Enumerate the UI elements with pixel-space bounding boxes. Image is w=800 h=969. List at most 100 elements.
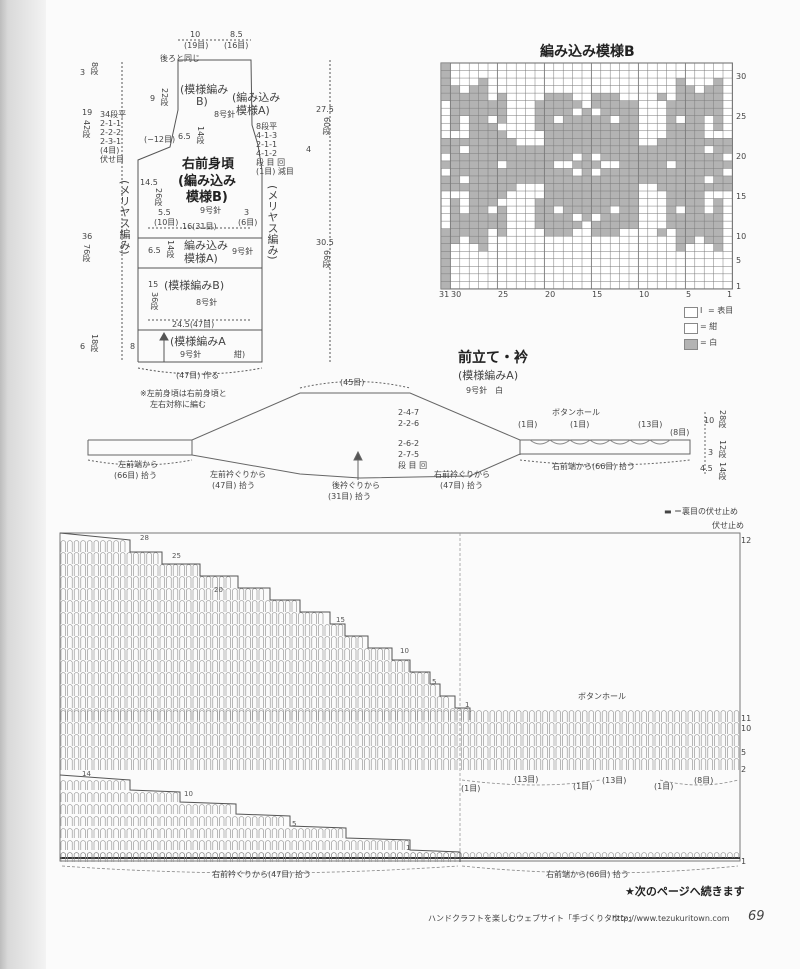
chart-b-cell-white bbox=[488, 138, 498, 146]
chart-b-cell-white bbox=[666, 115, 676, 124]
stitch-row bbox=[60, 780, 126, 790]
collar-pick-left: 左前端から bbox=[118, 460, 158, 469]
chart-b-cell-white bbox=[685, 130, 695, 139]
chart-b-cell-white bbox=[629, 175, 639, 184]
chart-b-cell-white bbox=[450, 108, 460, 116]
dim-14a: 14段 bbox=[196, 126, 205, 145]
chart-b-cell-white bbox=[553, 130, 564, 139]
chart-b-cell-white bbox=[713, 78, 723, 86]
chart-b-cell-white bbox=[629, 138, 639, 146]
stitch-row-12: 12 bbox=[741, 536, 752, 545]
chart-b-cell-white bbox=[450, 175, 460, 184]
chart-b-cell-white bbox=[535, 221, 545, 229]
chart-b-cell-white bbox=[488, 100, 498, 109]
chart-b-cell-white bbox=[488, 160, 498, 169]
decrease-steps-left: 34段平 2-1-1 2-2-2 2-3-1 (4目) 伏せ目 bbox=[100, 110, 126, 164]
stitch-row bbox=[60, 840, 410, 850]
collar-pick-lneck: 左前衿ぐりから bbox=[210, 470, 266, 479]
chart-b-cell-white bbox=[666, 221, 676, 229]
chart-b-cell-white bbox=[478, 236, 488, 244]
chart-b-cell-white bbox=[488, 213, 498, 222]
chart-b-cell-white bbox=[553, 228, 564, 237]
chart-b-cell-white bbox=[525, 153, 535, 161]
step: 4-1-3 bbox=[256, 131, 278, 140]
chart-b-cell-white bbox=[572, 175, 582, 184]
chart-b-cell-white bbox=[657, 183, 667, 192]
stitch-neck-span bbox=[61, 865, 459, 874]
chart-b-cell-white bbox=[666, 168, 676, 176]
stitch-row-number: 10 bbox=[184, 790, 193, 798]
stitch-row-10: 10 bbox=[741, 724, 752, 733]
stitch-row bbox=[60, 710, 740, 722]
chart-b-cell-white bbox=[497, 130, 507, 139]
dim-6-5a: 6.5 bbox=[178, 132, 191, 141]
chart-b-cell-white bbox=[619, 191, 629, 199]
chart-b-cell-white bbox=[469, 191, 479, 199]
chart-b-cell-white bbox=[506, 183, 517, 192]
chart-b-cell-white bbox=[600, 115, 611, 124]
step: 4-1-2 bbox=[256, 149, 278, 158]
chart-b-cell-white bbox=[704, 160, 714, 169]
chart-b-cell-white bbox=[694, 100, 705, 109]
collar-h45: 4.5 bbox=[700, 464, 713, 473]
dim-27-5: 27.5 bbox=[316, 105, 334, 114]
stitch-row-number: 1 bbox=[406, 844, 410, 852]
chart-b-cell-white bbox=[610, 168, 620, 176]
chart-b-cell-white bbox=[619, 213, 629, 222]
chart-b-cell-white bbox=[723, 145, 733, 154]
stitch-legend: ＝裏目の伏せ止め bbox=[674, 507, 738, 516]
chart-b-cell-white bbox=[441, 266, 451, 274]
chart-b-cell-white bbox=[704, 93, 714, 101]
chart-b-cell-white bbox=[441, 258, 451, 267]
chart-b-cell-white bbox=[478, 213, 488, 222]
chart-b-cell-white bbox=[591, 100, 601, 109]
collar-dec1a: 2-4-7 bbox=[398, 408, 420, 417]
chart-b-cell-white bbox=[694, 168, 705, 176]
chart-b-cell-white bbox=[582, 175, 592, 184]
chart-b-cell-white bbox=[704, 236, 714, 244]
chart-b-cell-white bbox=[619, 175, 629, 184]
chart-b-cell-white bbox=[544, 183, 554, 192]
chart-b-row-10: 10 bbox=[736, 232, 747, 241]
chart-b-cell-white bbox=[582, 206, 592, 214]
chart-b-cell-white bbox=[638, 153, 648, 161]
stitch-row bbox=[60, 636, 363, 648]
dim-10m: (10目) bbox=[154, 218, 179, 227]
chart-b-cell-white bbox=[629, 191, 639, 199]
chart-b-cell-white bbox=[497, 93, 507, 101]
chart-b-cell-white bbox=[450, 100, 460, 109]
chart-b-cell-white bbox=[629, 108, 639, 116]
note-line-1: ※左前身頃は右前身頃と bbox=[140, 389, 227, 398]
chart-b-cell-white bbox=[582, 183, 592, 192]
chart-b-cell-white bbox=[591, 191, 601, 199]
label-amikomi-a3b: 模様A) bbox=[184, 252, 218, 265]
chart-b-cell-white bbox=[488, 145, 498, 154]
chart-b-cell-white bbox=[544, 168, 554, 176]
chart-b-cell-white bbox=[582, 153, 592, 161]
label-amikomi-b2: 模様B) bbox=[186, 190, 228, 205]
chart-b-cell-white bbox=[572, 160, 582, 169]
chart-b-cell-white bbox=[572, 221, 582, 229]
chart-b-cell-white bbox=[497, 221, 507, 229]
chart-b-cell-white bbox=[666, 123, 676, 131]
chart-b-cell-white bbox=[516, 160, 526, 169]
label-moyo-b2: B) bbox=[196, 95, 208, 108]
chart-b-cell-white bbox=[544, 115, 554, 124]
footer-site: ハンドクラフトを楽しむウェブサイト「手づくりタウン」 bbox=[428, 914, 636, 923]
stitch-row-number: 14 bbox=[82, 770, 91, 778]
chart-b-cell-white bbox=[610, 221, 620, 229]
label-9hari3: 9号針 bbox=[180, 350, 202, 359]
book-gutter bbox=[0, 0, 46, 969]
chart-b-cell-white bbox=[685, 213, 695, 222]
chart-b-cell-white bbox=[629, 160, 639, 169]
collar-pick-rneck: 右前衿ぐりから bbox=[434, 470, 490, 479]
chart-b-cell-white bbox=[441, 70, 451, 79]
chart-b-cell-white bbox=[713, 243, 723, 252]
chart-b-cell-white bbox=[441, 251, 451, 259]
chart-b-cell-white bbox=[666, 191, 676, 199]
chart-b-cell-white bbox=[610, 138, 620, 146]
legend-knit-swatch bbox=[684, 307, 698, 318]
chart-b-cell-white bbox=[478, 130, 488, 139]
chart-b-cell-white bbox=[676, 183, 686, 192]
